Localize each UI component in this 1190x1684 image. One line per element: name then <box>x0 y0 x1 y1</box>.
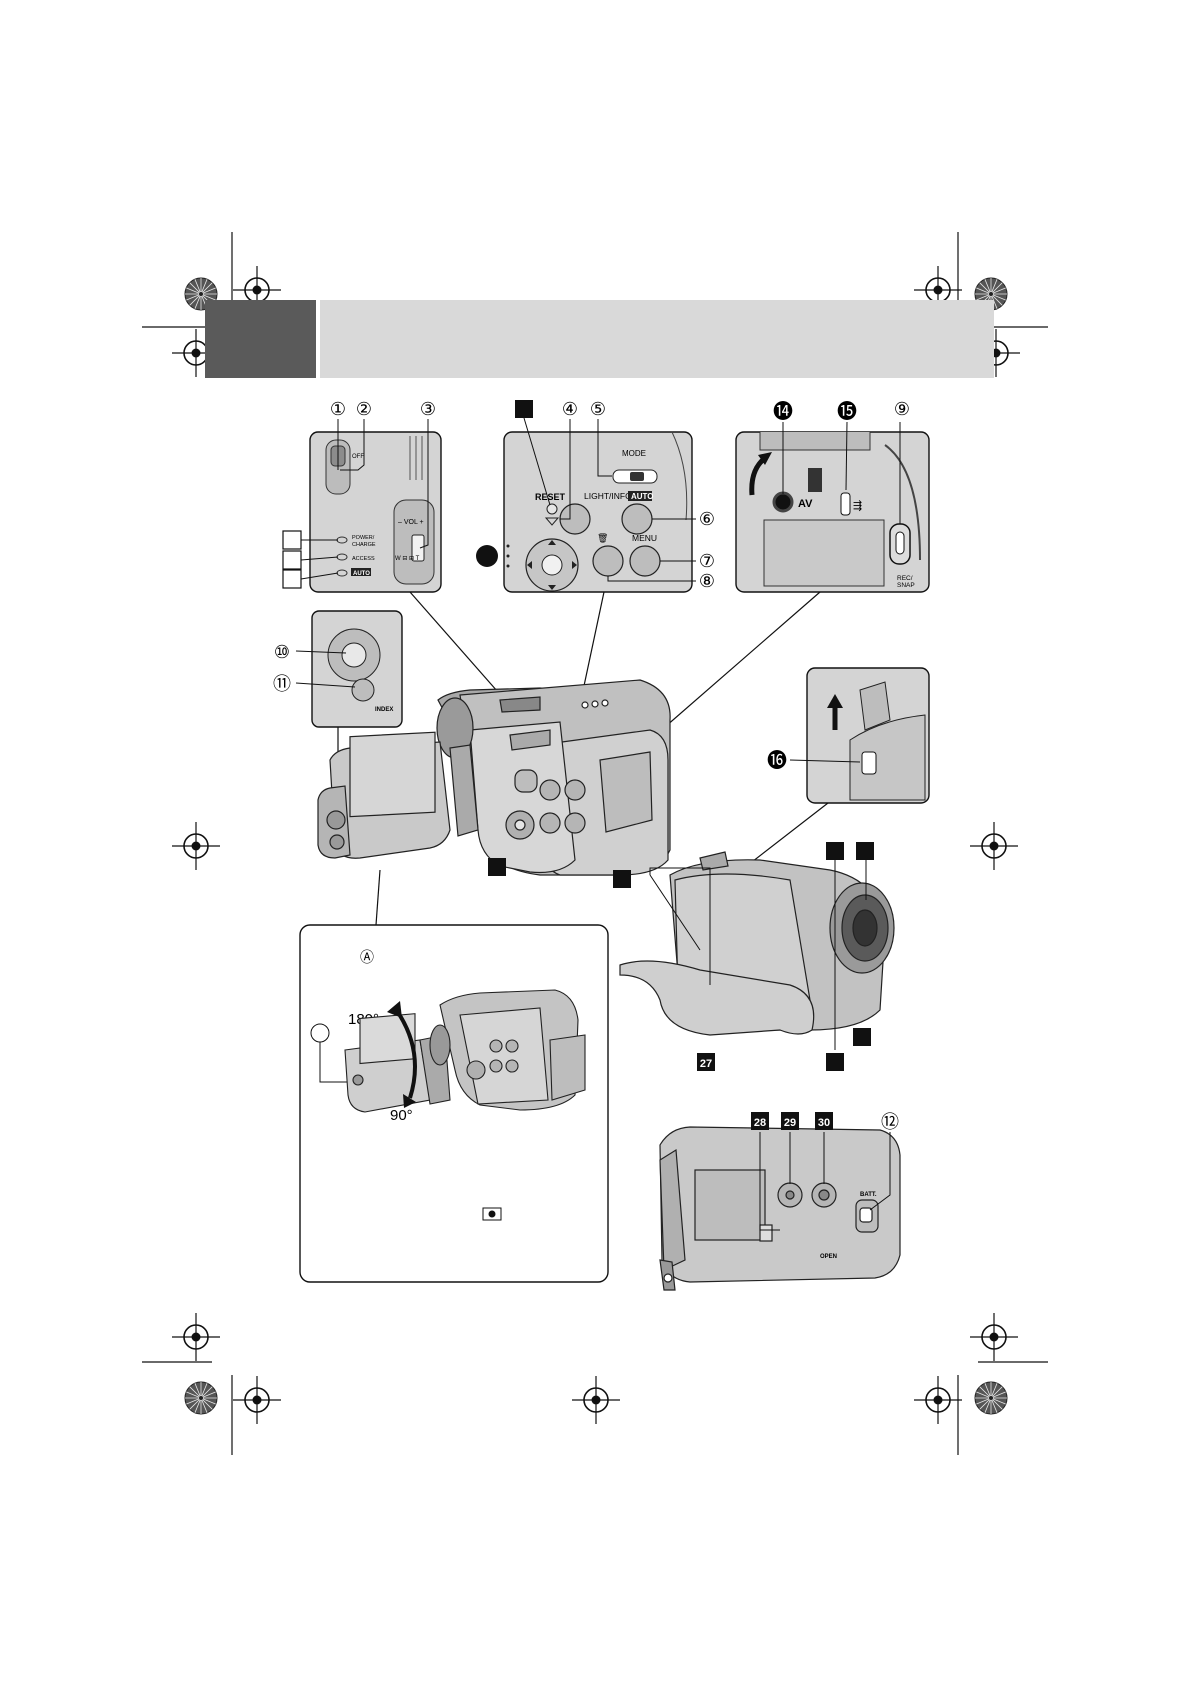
leader-lines-mid <box>523 417 696 582</box>
callout-blank-circle <box>310 1023 330 1043</box>
leader-lines-side <box>649 860 867 1050</box>
power-label: POWER/ <box>352 535 375 541</box>
callout-28: 28 <box>754 1117 766 1129</box>
av-label: AV <box>798 498 813 510</box>
callout-A: Ⓐ <box>360 950 374 966</box>
callout-box-28 <box>751 1112 769 1130</box>
callout-11: ⑪ <box>273 674 291 695</box>
lcd-rotation-inset: Ⓐ 180° 90° <box>299 924 609 1283</box>
menu-label: MENU <box>632 533 657 543</box>
auto-label: AUTO <box>353 571 370 577</box>
auto-label-mid: AUTO <box>631 492 654 501</box>
panel-lens-cover <box>806 667 930 804</box>
registration-mark-icon <box>571 1375 621 1425</box>
panel-buttons: RESET S MODE LIGHT/INFO AUTO MENU 🗑 <box>503 431 693 593</box>
usb-icon: ⇶ <box>853 500 862 512</box>
usb-port[interactable] <box>840 492 851 516</box>
callout-box-black <box>515 400 533 418</box>
callout-5: ⑤ <box>590 399 606 420</box>
callout-box-black <box>488 858 506 876</box>
callout-1: ① <box>330 399 346 420</box>
callout-3: ③ <box>420 399 436 420</box>
reset-button[interactable] <box>546 503 558 515</box>
rec-label: REC/ <box>897 575 913 582</box>
menu-button[interactable] <box>629 545 661 577</box>
lens-cover-switch[interactable] <box>861 751 877 775</box>
panel-connectors: AV ⇶ REC/ SNAP <box>735 431 930 593</box>
vol-label: – VOL + <box>398 519 424 526</box>
camcorder-bottom-view <box>659 1126 901 1291</box>
callout-2: ② <box>356 399 372 420</box>
callout-15: ⓯ <box>837 399 857 423</box>
callout-box-black <box>826 1053 844 1071</box>
callout-box-black <box>853 1028 871 1046</box>
leader-lines-bottom <box>759 1132 891 1231</box>
registration-mark-icon <box>969 1312 1019 1362</box>
registration-mark-icon <box>171 1312 221 1362</box>
callout-29: 29 <box>784 1117 796 1129</box>
callout-box-27 <box>697 1053 715 1071</box>
panel-power-zoom: OFF – VOL + W ⊟ ⊞ T POWER/ CHARGE ACCESS… <box>309 431 442 593</box>
callout-box-black <box>613 870 631 888</box>
index-label: INDEX <box>375 707 393 713</box>
callout-16: ⓰ <box>767 748 787 772</box>
callout-box-30 <box>815 1112 833 1130</box>
access-label: ACCESS <box>352 556 375 562</box>
registration-mark-icon <box>913 1375 963 1425</box>
angle-90-label: 90° <box>390 1107 413 1124</box>
callout-7: ⑦ <box>699 551 715 572</box>
av-jack[interactable] <box>772 491 794 513</box>
header-bar <box>320 300 994 378</box>
off-label: OFF <box>352 454 364 460</box>
callout-14: ⓮ <box>773 399 793 423</box>
snap-label: SNAP <box>897 582 915 589</box>
color-rosette-icon <box>184 1381 218 1415</box>
lcd-joystick[interactable] <box>341 642 367 668</box>
leader-lines-right <box>782 421 901 524</box>
charge-label: CHARGE <box>352 542 376 548</box>
registration-mark-icon <box>171 821 221 871</box>
callout-8: ⑧ <box>699 571 715 592</box>
light-info-label: LIGHT/INFO <box>584 491 632 501</box>
callout-27: 27 <box>700 1058 712 1070</box>
callout-10: ⑩ <box>274 642 290 663</box>
callout-30: 30 <box>818 1117 830 1129</box>
callout-box-29 <box>781 1112 799 1130</box>
leader-lines-joystick <box>295 650 356 688</box>
zoom-label: W ⊟ ⊞ T <box>395 556 420 562</box>
callout-6: ⑥ <box>699 509 715 530</box>
callout-box-black <box>826 842 844 860</box>
reset-label: RESET <box>535 492 566 502</box>
callout-boxes-lamps <box>282 530 302 589</box>
registration-mark-icon <box>232 1375 282 1425</box>
callout-12: ⑫ <box>881 1112 899 1133</box>
registration-mark-icon <box>969 821 1019 871</box>
callout-dot-black <box>476 545 498 567</box>
delete-button[interactable] <box>592 545 624 577</box>
color-rosette-icon <box>974 1381 1008 1415</box>
auto-button[interactable] <box>621 503 653 535</box>
trash-icon: 🗑 <box>597 533 608 543</box>
index-button[interactable] <box>351 678 375 702</box>
header-tab <box>205 300 316 378</box>
callout-box-black <box>856 842 874 860</box>
callout-4: ④ <box>562 399 578 420</box>
open-label: OPEN <box>820 1254 837 1260</box>
batt-label: BATT. <box>860 1192 877 1198</box>
panel-joystick: INDEX <box>311 610 403 728</box>
leader-lines <box>300 419 429 580</box>
camcorder-front-view <box>317 679 671 876</box>
mode-label: MODE <box>622 449 646 458</box>
leader-16 <box>789 759 861 763</box>
camcorder-side-view <box>619 851 895 1036</box>
callout-9: ⑨ <box>894 399 910 420</box>
